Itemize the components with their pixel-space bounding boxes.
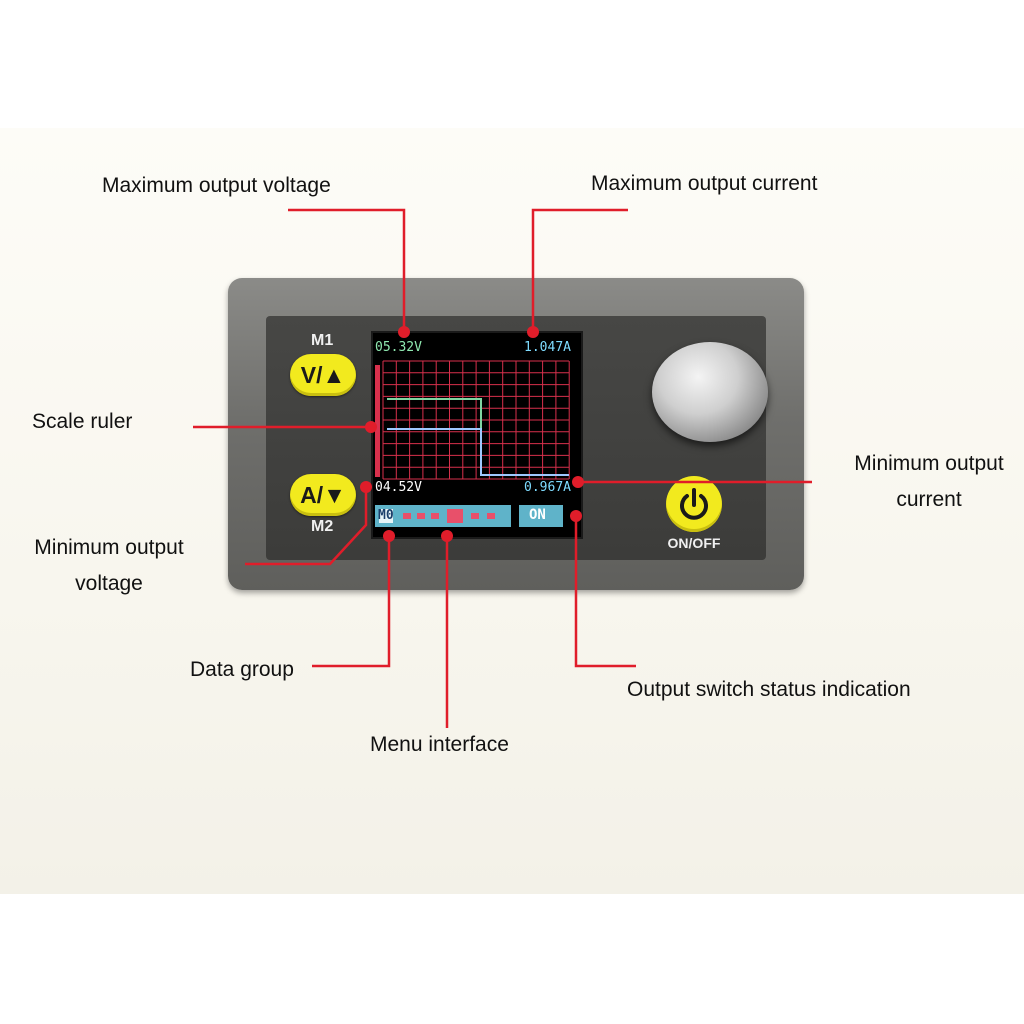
screen-max-current: 1.047A — [524, 340, 571, 355]
menu-dot-5 — [487, 513, 495, 519]
label-min-voltage-line2: voltage — [75, 572, 143, 596]
marker-min-current — [572, 476, 584, 488]
screen-min-voltage: 04.52V — [375, 480, 422, 495]
marker-max-current — [527, 326, 539, 338]
menu-dot-1 — [403, 513, 411, 519]
label-menu-interface: Menu interface — [370, 733, 509, 756]
marker-data-group — [383, 530, 395, 542]
voltage-up-button[interactable]: V/▲ — [290, 354, 356, 396]
power-label: ON/OFF — [667, 535, 721, 551]
menu-selected — [447, 509, 463, 523]
label-scale-ruler: Scale ruler — [32, 410, 133, 433]
marker-scale-ruler — [365, 421, 377, 433]
label-min-voltage-line1: Minimum output — [34, 536, 184, 559]
screen-min-current: 0.967A — [524, 480, 571, 495]
menu-dot-4 — [471, 513, 479, 519]
chart-grid — [382, 360, 570, 480]
label-output-switch: Output switch status indication — [627, 678, 911, 701]
label-max-current: Maximum output current — [591, 172, 818, 195]
label-data-group: Data group — [190, 658, 294, 681]
lcd-screen: 05.32V 1.047A 04.52V 0.967A M0 ON — [371, 331, 583, 539]
marker-min-voltage — [360, 481, 372, 493]
screen-status: ON — [529, 507, 546, 523]
menu-bar — [375, 505, 511, 527]
marker-menu-interface — [441, 530, 453, 542]
current-trace — [387, 428, 569, 476]
label-max-voltage: Maximum output voltage — [102, 174, 331, 197]
screen-max-voltage: 05.32V — [375, 340, 422, 355]
label-min-current-line1: Minimum output — [854, 452, 1004, 475]
waveform-chart — [375, 360, 570, 527]
m1-label: M1 — [311, 332, 334, 349]
menu-dot-2 — [417, 513, 425, 519]
current-down-button[interactable]: A/▼ — [290, 474, 356, 516]
marker-max-voltage — [398, 326, 410, 338]
screen-data-group: M0 — [378, 508, 394, 523]
voltage-trace — [387, 398, 569, 476]
rotary-knob[interactable] — [652, 342, 768, 442]
power-button[interactable] — [666, 476, 722, 532]
power-icon — [680, 488, 708, 520]
scale-ruler-bar — [375, 365, 380, 477]
data-group-box — [379, 509, 393, 523]
status-box — [519, 505, 563, 527]
m2-label: M2 — [311, 518, 334, 535]
marker-output-switch — [570, 510, 582, 522]
label-min-current-line2: current — [896, 488, 962, 512]
label-min-voltage: Minimum output voltage — [14, 535, 204, 598]
label-min-current: Minimum output current — [834, 451, 1024, 514]
menu-dot-3 — [431, 513, 439, 519]
